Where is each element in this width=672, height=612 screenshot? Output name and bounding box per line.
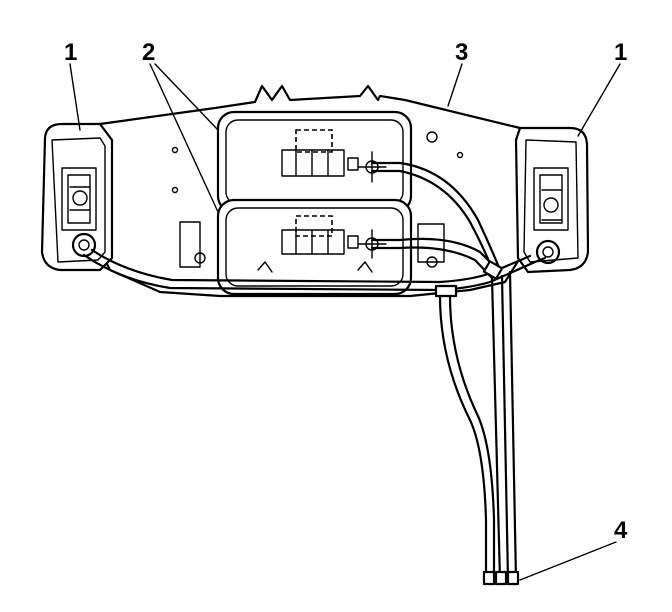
leader-lines <box>69 63 621 581</box>
wiring-harness <box>82 161 547 586</box>
module-upper <box>216 110 413 214</box>
lamp-right <box>514 126 590 274</box>
callout-lamp-right: 1 <box>614 39 627 66</box>
callout-lamp-left: 1 <box>64 39 77 66</box>
lamp-left <box>40 122 114 272</box>
callout-harness: 4 <box>614 517 628 544</box>
callout-modules: 2 <box>142 39 155 66</box>
callout-bracket: 3 <box>455 39 468 66</box>
